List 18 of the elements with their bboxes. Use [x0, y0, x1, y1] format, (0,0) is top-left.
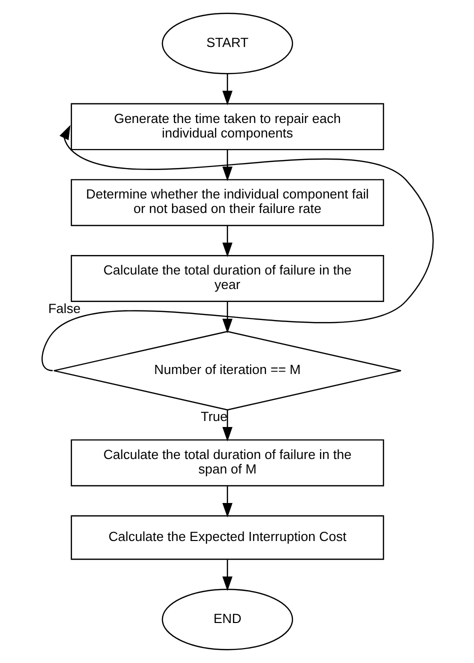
node-ellipse: END	[161, 588, 293, 650]
node-box: Calculate the total duration of failure in the year	[70, 254, 384, 302]
node-box: Calculate the total duration of failure in the span of M	[70, 439, 384, 486]
arrow	[222, 486, 232, 518]
node-box: Generate the time taken to repair each individual components	[70, 103, 384, 150]
node-box: Determine whether the individual component fail or not based on their failure rate	[70, 179, 384, 226]
arrow	[41, 125, 434, 372]
edge-label: True	[200, 408, 228, 424]
arrow	[222, 150, 232, 182]
arrow	[222, 560, 232, 591]
arrow	[222, 226, 232, 258]
edge-label: False	[48, 300, 80, 316]
arrow	[222, 301, 232, 334]
node-ellipse: START	[161, 12, 293, 74]
node-box: Calculate the Expected Interruption Cost	[70, 515, 384, 560]
node-diamond: Number of iteration == M	[52, 330, 402, 410]
arrow	[222, 74, 232, 106]
arrow	[222, 410, 232, 442]
